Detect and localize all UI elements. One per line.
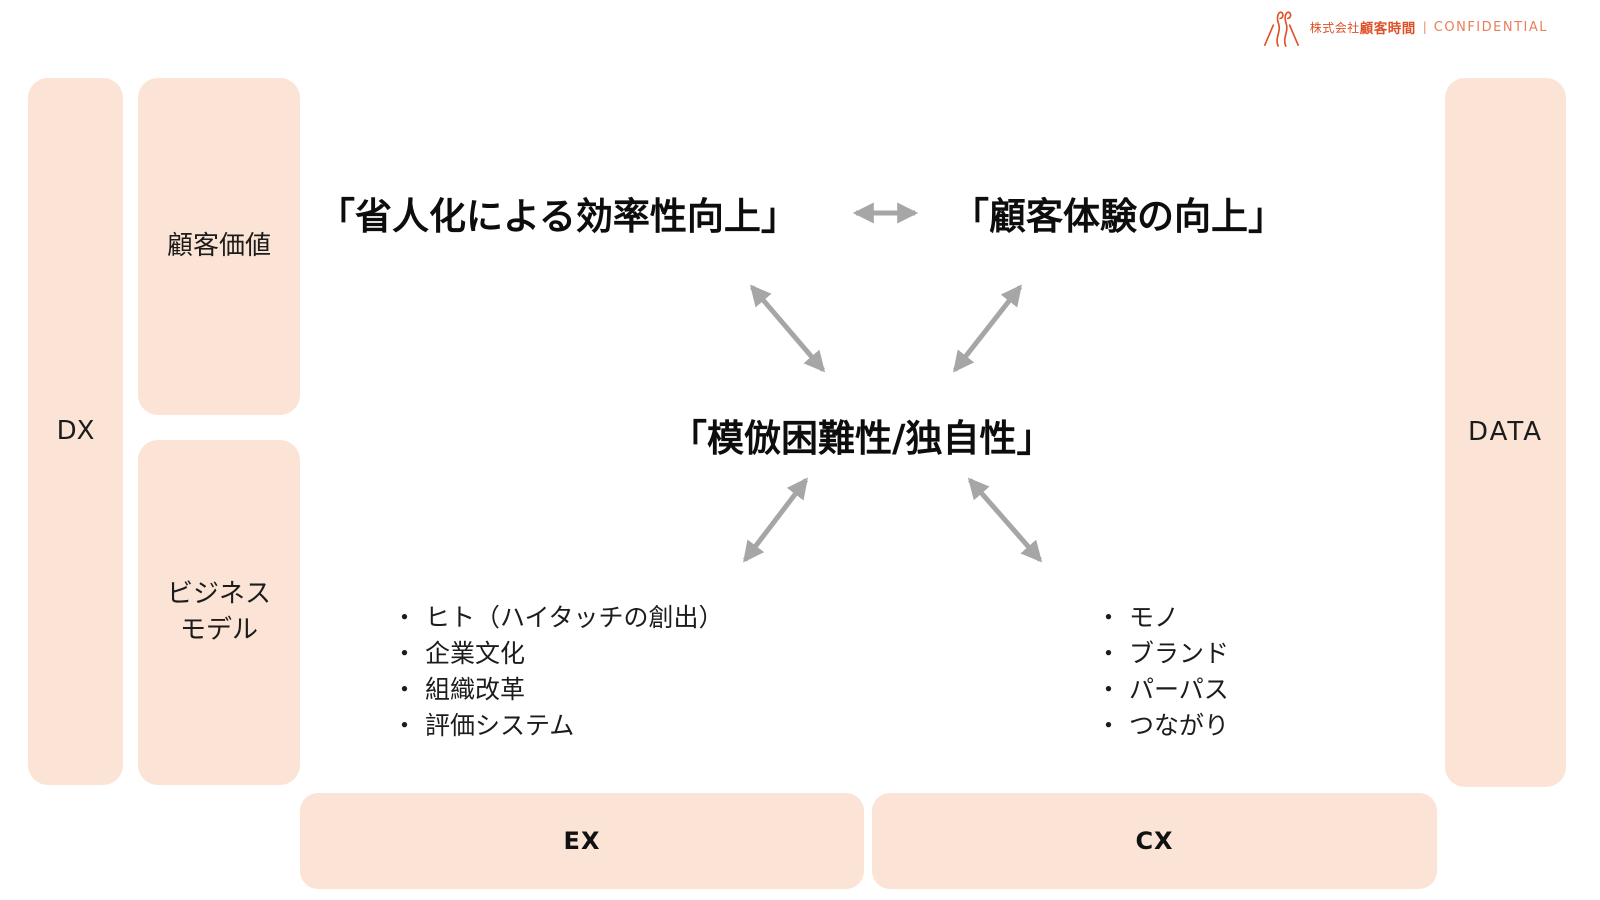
bullet: ・ (392, 603, 418, 632)
list-item-text: パーパス (1129, 675, 1229, 704)
business-model-line2: モデル (179, 614, 258, 645)
company-logo-icon (1263, 11, 1299, 47)
list-item: ・モノ (1096, 600, 1229, 636)
bullet: ・ (1096, 639, 1122, 668)
data-panel: DATA (1445, 78, 1566, 787)
business-model-label: ビジネス モデル (167, 577, 271, 647)
dx-label: DX (56, 415, 95, 446)
customer-value-label: 顧客価値 (166, 230, 271, 261)
list-item-text: 評価システム (425, 711, 575, 740)
company-logo: 株式会社顧客時間 | CONFIDENTIAL (1260, 4, 1548, 50)
arrow-upper-left (749, 284, 826, 373)
logo-divider: | (1422, 20, 1427, 34)
heading-inimitability: 「模倣困難性/独自性」 (670, 417, 1054, 460)
list-item: ・ヒト（ハイタッチの創出） (392, 600, 724, 636)
bullet: ・ (392, 675, 418, 704)
heading-efficiency: 「省人化による効率性向上」 (318, 195, 798, 238)
business-model-line1: ビジネス (166, 579, 271, 610)
bullet: ・ (1096, 603, 1122, 632)
bullet: ・ (1096, 711, 1122, 740)
bullet: ・ (392, 711, 418, 740)
list-item: ・パーパス (1096, 672, 1229, 708)
list-item-text: ブランド (1129, 639, 1230, 668)
company-prefix: 株式会社 (1309, 20, 1360, 35)
cx-label: CX (1135, 827, 1174, 855)
arrow-lower-right (967, 477, 1043, 563)
list-item: ・ブランド (1096, 636, 1229, 672)
list-item-text: 企業文化 (425, 639, 526, 668)
list-item: ・企業文化 (392, 636, 724, 672)
ex-bar: EX (300, 793, 864, 889)
dx-panel: DX (28, 78, 123, 785)
list-item-text: モノ (1129, 603, 1180, 632)
arrow-lower-left (743, 477, 808, 563)
cx-bar: CX (872, 793, 1437, 889)
list-item-text: つながり (1129, 711, 1230, 740)
company-name: 顧客時間 (1359, 21, 1416, 37)
internal-factors-list: ・ヒト（ハイタッチの創出） ・企業文化 ・組織改革 ・評価システム (392, 600, 724, 744)
list-item: ・つながり (1096, 708, 1229, 744)
arrow-upper-right (953, 284, 1022, 373)
external-factors-list: ・モノ ・ブランド ・パーパス ・つながり (1096, 600, 1229, 744)
customer-value-panel: 顧客価値 (138, 78, 300, 415)
list-item-text: 組織改革 (425, 675, 526, 704)
list-item: ・組織改革 (392, 672, 724, 708)
list-item-text: ヒト（ハイタッチの創出） (425, 603, 724, 632)
bullet: ・ (392, 639, 418, 668)
heading-customer-experience: 「顧客体験の向上」 (952, 195, 1285, 238)
list-item: ・評価システム (392, 708, 724, 744)
confidential-label: CONFIDENTIAL (1433, 19, 1548, 35)
ex-label: EX (563, 827, 601, 855)
bullet: ・ (1096, 675, 1122, 704)
data-label: DATA (1468, 416, 1543, 447)
business-model-panel: ビジネス モデル (138, 440, 300, 785)
company-logo-text: 株式会社顧客時間 | CONFIDENTIAL (1309, 17, 1548, 38)
